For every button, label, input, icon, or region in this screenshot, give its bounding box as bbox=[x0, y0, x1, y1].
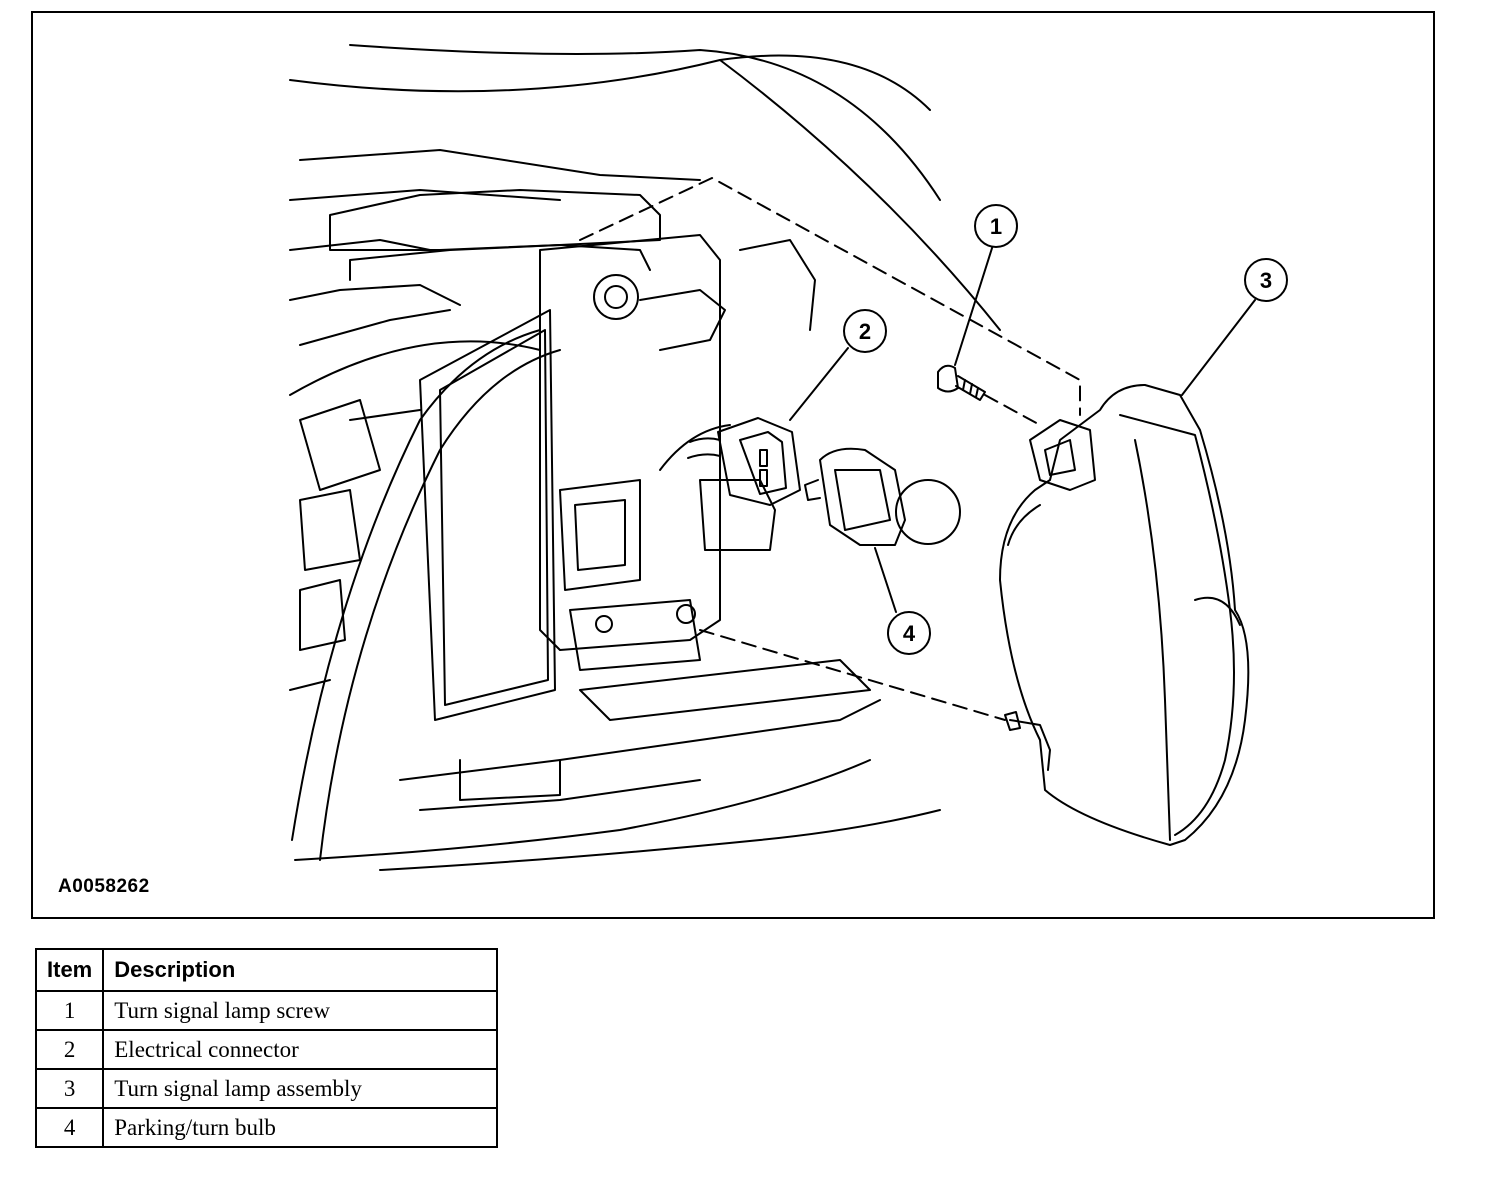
legend-item-number: 1 bbox=[34, 990, 105, 1031]
callout-4: 4 bbox=[887, 611, 931, 655]
legend-item-description: Parking/turn bulb bbox=[102, 1107, 498, 1148]
turn-signal-lamp-diagram: 1 2 3 4 bbox=[289, 44, 1288, 871]
legend-header-row: Item Description bbox=[34, 948, 498, 992]
electrical-connector-drawing bbox=[687, 417, 801, 506]
figure-code: A0058262 bbox=[58, 876, 150, 897]
svg-text:2: 2 bbox=[859, 319, 871, 344]
parking-turn-bulb-drawing bbox=[804, 447, 961, 546]
legend-table: Item Description 1 Turn signal lamp scre… bbox=[34, 948, 498, 1148]
table-row: 2 Electrical connector bbox=[34, 1029, 498, 1070]
legend-item-number: 3 bbox=[34, 1068, 105, 1109]
callout-3: 3 bbox=[1244, 258, 1288, 302]
svg-text:1: 1 bbox=[990, 214, 1002, 239]
callout-leaders bbox=[789, 244, 1256, 613]
table-row: 1 Turn signal lamp screw bbox=[34, 990, 498, 1031]
legend-item-description: Electrical connector bbox=[102, 1029, 498, 1070]
assembly-alignment-lines bbox=[579, 177, 1081, 721]
table-row: 4 Parking/turn bulb bbox=[34, 1107, 498, 1148]
legend-item-description: Turn signal lamp assembly bbox=[102, 1068, 498, 1109]
turn-signal-lamp-screw-drawing bbox=[937, 364, 986, 401]
legend-header-item: Item bbox=[34, 948, 105, 992]
legend-header-description: Description bbox=[102, 948, 498, 992]
svg-text:3: 3 bbox=[1260, 268, 1272, 293]
legend-item-number: 4 bbox=[34, 1107, 105, 1148]
turn-signal-lamp-assembly-drawing bbox=[999, 384, 1250, 846]
legend-item-description: Turn signal lamp screw bbox=[102, 990, 498, 1031]
legend-item-number: 2 bbox=[34, 1029, 105, 1070]
svg-text:4: 4 bbox=[903, 621, 916, 646]
figure-frame bbox=[31, 11, 1435, 919]
table-row: 3 Turn signal lamp assembly bbox=[34, 1068, 498, 1109]
vehicle-body-drawing bbox=[289, 44, 1001, 871]
callout-2: 2 bbox=[843, 309, 887, 353]
callout-1: 1 bbox=[974, 204, 1018, 248]
